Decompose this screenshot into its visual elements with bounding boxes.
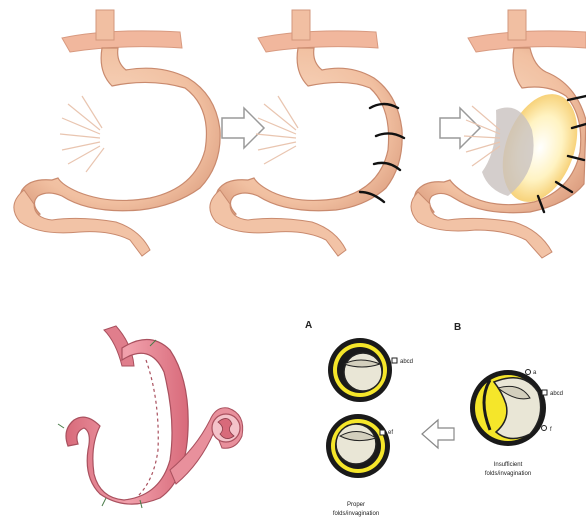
panel-a-label: A bbox=[305, 320, 312, 331]
esophagus-top-3 bbox=[508, 10, 526, 40]
caption-b-line1: Insufficient bbox=[494, 462, 523, 468]
plicated-stomach bbox=[58, 326, 243, 508]
caption-a-line1: Proper bbox=[347, 502, 365, 508]
ring-b-marker-mid bbox=[542, 390, 547, 395]
diaphragm-1 bbox=[62, 31, 182, 52]
stomach-body-1 bbox=[19, 48, 220, 218]
stomach-step-1 bbox=[14, 10, 220, 256]
ring-a-bottom-label: ef bbox=[388, 430, 393, 436]
ring-b-marker-bottom bbox=[542, 426, 547, 431]
stomach-step-3 bbox=[411, 10, 586, 258]
caption-b-line2: folds/invagination bbox=[485, 471, 531, 477]
ring-b-marker-top bbox=[526, 370, 531, 375]
ring-a-top-fold bbox=[344, 353, 382, 391]
ray-burst-1 bbox=[60, 96, 104, 172]
ring-a-bottom-fold bbox=[336, 424, 376, 464]
arrow-right-1 bbox=[222, 108, 264, 148]
ring-a-top-marker bbox=[392, 358, 397, 363]
ring-a-bottom-marker bbox=[380, 430, 385, 435]
arrow-right-2 bbox=[440, 108, 480, 148]
pink-plication-line bbox=[138, 360, 158, 496]
ring-b-label-bottom: f bbox=[550, 427, 552, 433]
ring-b-label-top: a bbox=[533, 370, 537, 376]
ring-a-bottom: ef bbox=[326, 414, 393, 478]
esophagus-top-1 bbox=[96, 10, 114, 40]
panel-b-label: B bbox=[454, 322, 461, 333]
ring-b: a abcd f bbox=[470, 370, 563, 447]
ring-a-top: abcd bbox=[328, 338, 413, 402]
ring-b-label-mid: abcd bbox=[550, 391, 563, 397]
arrow-left-rings bbox=[422, 420, 454, 448]
caption-a-line2: folds/invagination bbox=[333, 511, 379, 517]
ring-a-top-label: abcd bbox=[400, 359, 413, 365]
esophagus-top-2 bbox=[292, 10, 310, 40]
diaphragm-2 bbox=[258, 31, 378, 52]
